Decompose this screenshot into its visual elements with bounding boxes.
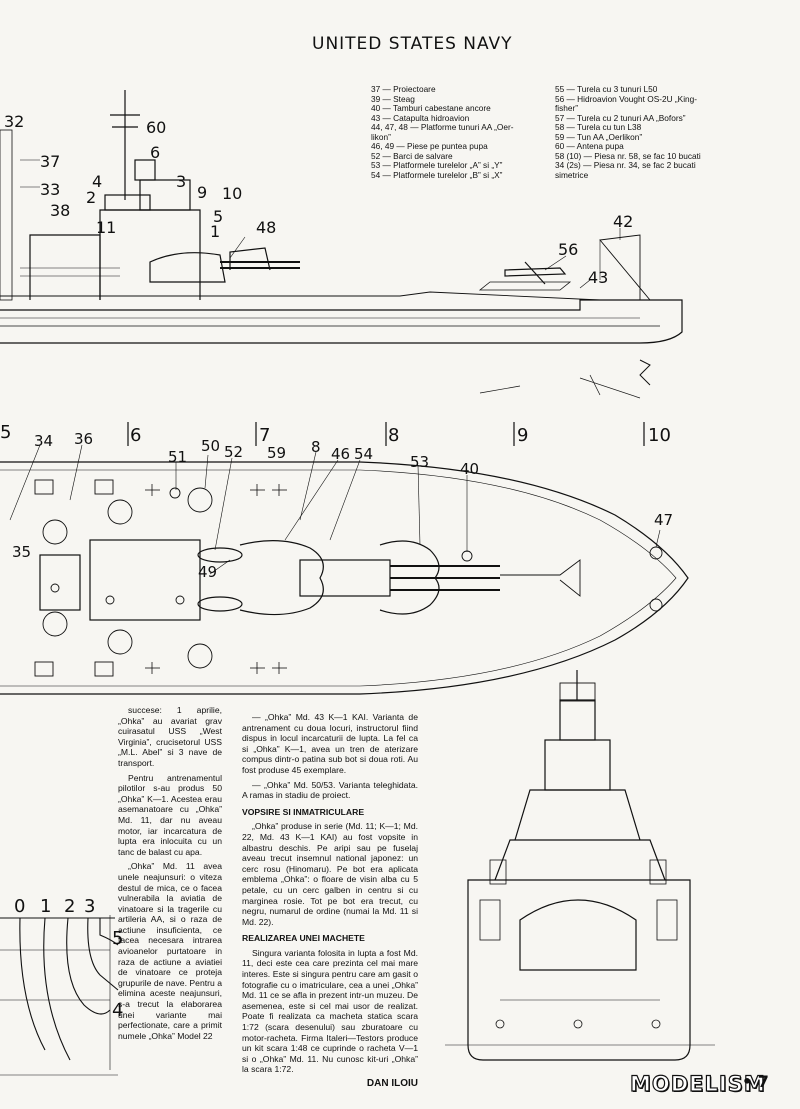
legend-entry: 55 — Turela cu 3 tunuri L50 xyxy=(555,84,658,94)
legend-entry: simetrice xyxy=(555,169,589,180)
legend-entry: 43 — Catapulta hidroavion xyxy=(371,112,470,123)
callout-number: 6 xyxy=(130,425,142,446)
callout-number: 40 xyxy=(460,460,480,478)
callout-number: 9 xyxy=(517,425,529,446)
callout-number: 46 xyxy=(331,445,351,463)
callout-number: 38 xyxy=(50,201,71,220)
callout-number: 51 xyxy=(168,448,188,466)
section-marks xyxy=(127,422,645,446)
callout-number: 33 xyxy=(40,180,61,199)
article-paragraph: — „Ohka” Md. 43 K—1 KAI. Varianta de ant… xyxy=(242,712,418,775)
article-paragraph: Singura varianta folosita in lupta a fos… xyxy=(242,947,418,1075)
callout-number: 32 xyxy=(4,112,25,131)
callout-number: 8 xyxy=(388,425,400,446)
page-title: UNITED STATES NAVY xyxy=(312,34,513,54)
callout-number: 43 xyxy=(588,268,609,287)
legend-entry: 56 — Hidroavion Vought OS-2U „King- xyxy=(555,93,698,104)
callout-number: 59 xyxy=(267,444,287,462)
side-view xyxy=(0,90,683,399)
callout-number: 52 xyxy=(224,443,244,461)
front-view xyxy=(445,670,715,1061)
callout-number: 0 xyxy=(14,896,26,917)
callout-number: 60 xyxy=(146,118,167,137)
callout-number: 56 xyxy=(558,240,579,259)
article-paragraph: — „Ohka” Md. 50/53. Varianta teleghidata… xyxy=(242,779,418,801)
author-signature: DAN ILOIU xyxy=(366,1078,418,1089)
legend-entry: 54 — Platformele turelelor „B” si „X” xyxy=(371,169,503,180)
legend-entry: 39 — Steag xyxy=(371,93,415,104)
legend-entry: 57 — Turela cu 2 tunuri AA „Bofors” xyxy=(555,112,686,123)
callout-number: 2 xyxy=(64,896,76,917)
legend-entry: 59 — Tun AA „Oerlikon” xyxy=(555,131,643,142)
callout-number: 37 xyxy=(40,152,61,171)
legend-entry: 52 — Barci de salvare xyxy=(371,150,453,161)
legend-entry: likon” xyxy=(371,131,391,142)
article-paragraph: „Ohka” produse in serie (Md. 11; K—1; Md… xyxy=(242,821,418,927)
hull-sections xyxy=(0,915,119,1076)
callout-number: 11 xyxy=(96,218,117,237)
callout-number: 10 xyxy=(222,184,243,203)
legend-entry: 34 (2s) — Piesa nr. 34, se fac 2 bucati xyxy=(555,160,696,170)
article-column-2: — „Ohka” Md. 43 K—1 KAI. Varianta de ant… xyxy=(242,712,418,1090)
article-paragraph: „Ohka” Md. 11 avea unele neajunsuri: o v… xyxy=(118,861,222,1041)
article-paragraph: succese: 1 aprilie, „Ohka” au avariat gr… xyxy=(118,705,222,768)
callout-number: 1 xyxy=(210,222,221,241)
legend-entry: 37 — Proiectoare xyxy=(371,84,436,94)
callout-number: 35 xyxy=(12,543,32,561)
callout-number: 49 xyxy=(198,563,218,581)
legend-entry: 40 — Tamburi cabestane ancore xyxy=(371,103,491,113)
callout-number: 3 xyxy=(176,172,187,191)
callout-number: 3 xyxy=(84,896,96,917)
callout-number: 4 xyxy=(92,172,103,191)
callout-number: 54 xyxy=(354,445,374,463)
magazine-brand: MODELISM xyxy=(629,1071,766,1096)
heading-vopsire: VOPSIRE SI INMATRICULARE xyxy=(242,806,365,817)
callout-number: 10 xyxy=(648,425,671,446)
callout-number: 4 xyxy=(112,1000,124,1021)
legend-entry: 44, 47, 48 — Platforme tunuri AA „Oer- xyxy=(371,122,514,132)
callout-number: 42 xyxy=(613,212,634,231)
callout-number: 34 xyxy=(34,432,54,450)
callout-number: 5 xyxy=(213,207,224,226)
callout-number: 6 xyxy=(150,143,161,162)
callout-number: 5 xyxy=(0,422,12,443)
legend-entry: 58 (10) — Piesa nr. 58, se fac 10 bucati xyxy=(555,150,701,161)
callout-number: 1 xyxy=(40,896,52,917)
page-number: • 7 xyxy=(742,1072,769,1091)
callout-number: 36 xyxy=(74,430,94,448)
callout-number: 53 xyxy=(410,453,430,471)
plan-view xyxy=(0,444,689,695)
callout-number: 2 xyxy=(86,188,97,207)
legend-entry: 60 — Antena pupa xyxy=(555,141,624,151)
legend-entry: 58 — Turela cu tun L38 xyxy=(555,122,642,132)
callout-number: 48 xyxy=(256,218,277,237)
callout-number: 9 xyxy=(197,183,208,202)
legend-entry: fisher” xyxy=(555,103,579,113)
callout-number: 47 xyxy=(654,511,674,529)
callout-number: 50 xyxy=(201,437,221,455)
article-paragraph: Pentru antrenamentul pilotilor s-au prod… xyxy=(118,772,222,857)
legend-entry: 53 — Platformele turelelor „A” si „Y” xyxy=(371,160,503,170)
article-column-1: succese: 1 aprilie, „Ohka” au avariat gr… xyxy=(118,705,222,1045)
legend-entry: 46, 49 — Piese pe puntea pupa xyxy=(371,141,488,151)
callout-number: 8 xyxy=(311,438,321,456)
callout-number: 5 xyxy=(112,928,124,949)
callout-number: 7 xyxy=(259,425,271,446)
heading-realizarea: REALIZAREA UNEI MACHETE xyxy=(242,933,365,944)
